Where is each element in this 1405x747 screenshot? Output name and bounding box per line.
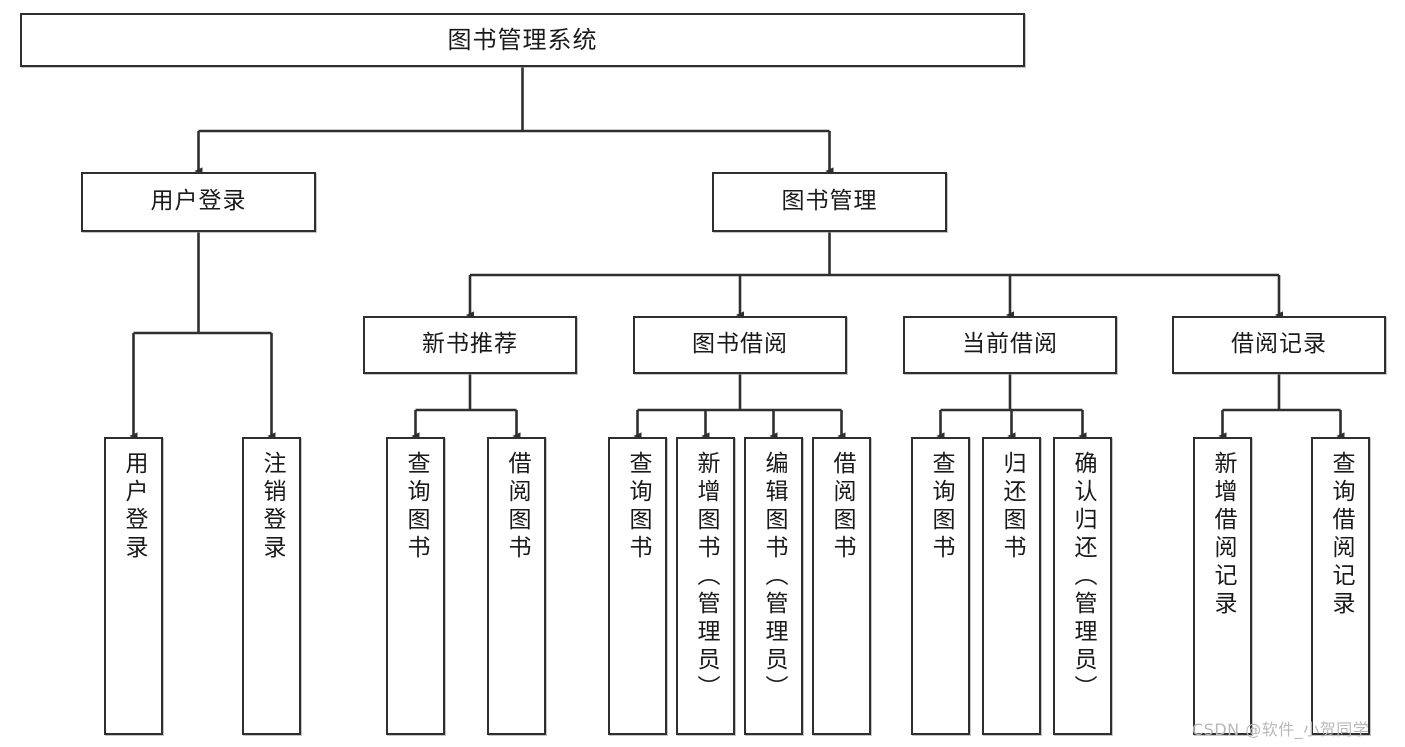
- node-label: 图书借阅: [692, 331, 788, 358]
- node-label: 图书管理系统: [447, 25, 598, 54]
- node-label: 确认归还（管理员）: [1070, 451, 1096, 703]
- node-label: 当前借阅: [962, 331, 1058, 358]
- node-label: 查询图书: [928, 451, 954, 563]
- node-label: 编辑图书（管理员）: [761, 451, 787, 703]
- node-label: 新书推荐: [422, 331, 518, 358]
- leaf-node-query-book-current[interactable]: 查询图书: [911, 437, 970, 735]
- leaf-node-add-book-admin[interactable]: 新增图书（管理员）: [676, 437, 735, 735]
- node-book-borrow[interactable]: 图书借阅: [633, 316, 847, 374]
- watermark-text: CSDN @软件_小贺同学: [1192, 720, 1370, 739]
- node-label: 新增图书（管理员）: [693, 451, 719, 703]
- node-label: 查询图书: [403, 451, 429, 563]
- node-label: 注销登录: [259, 451, 285, 563]
- leaf-node-query-borrow-record[interactable]: 查询借阅记录: [1311, 437, 1370, 735]
- node-label: 查询图书: [625, 451, 651, 563]
- leaf-node-borrow-book-recommend[interactable]: 借阅图书: [487, 437, 546, 735]
- leaf-node-user-login[interactable]: 用户登录: [104, 437, 163, 735]
- leaf-node-query-book-borrow[interactable]: 查询图书: [608, 437, 667, 735]
- leaf-node-edit-book-admin[interactable]: 编辑图书（管理员）: [744, 437, 803, 735]
- node-label: 新增借阅记录: [1210, 451, 1236, 619]
- node-label: 用户登录: [150, 188, 247, 215]
- leaf-node-query-book-recommend[interactable]: 查询图书: [386, 437, 445, 735]
- leaf-node-borrow-book[interactable]: 借阅图书: [812, 437, 871, 735]
- leaf-node-user-logout[interactable]: 注销登录: [242, 437, 301, 735]
- node-label: 用户登录: [121, 451, 147, 563]
- node-label: 借阅记录: [1231, 331, 1327, 358]
- leaf-node-confirm-return-admin[interactable]: 确认归还（管理员）: [1053, 437, 1112, 735]
- node-borrow-record[interactable]: 借阅记录: [1172, 316, 1386, 374]
- node-label: 借阅图书: [829, 451, 855, 563]
- node-book-management[interactable]: 图书管理: [712, 172, 947, 232]
- node-label: 归还图书: [999, 451, 1025, 563]
- leaf-node-add-borrow-record[interactable]: 新增借阅记录: [1193, 437, 1252, 735]
- node-current-borrow[interactable]: 当前借阅: [903, 316, 1117, 374]
- node-label: 借阅图书: [504, 451, 530, 563]
- node-label: 查询借阅记录: [1328, 451, 1354, 619]
- leaf-node-return-book[interactable]: 归还图书: [982, 437, 1041, 735]
- node-root-图书管理系统[interactable]: 图书管理系统: [20, 13, 1025, 67]
- node-new-book-recommend[interactable]: 新书推荐: [363, 316, 577, 374]
- node-label: 图书管理: [781, 188, 878, 215]
- node-user-login[interactable]: 用户登录: [81, 172, 316, 232]
